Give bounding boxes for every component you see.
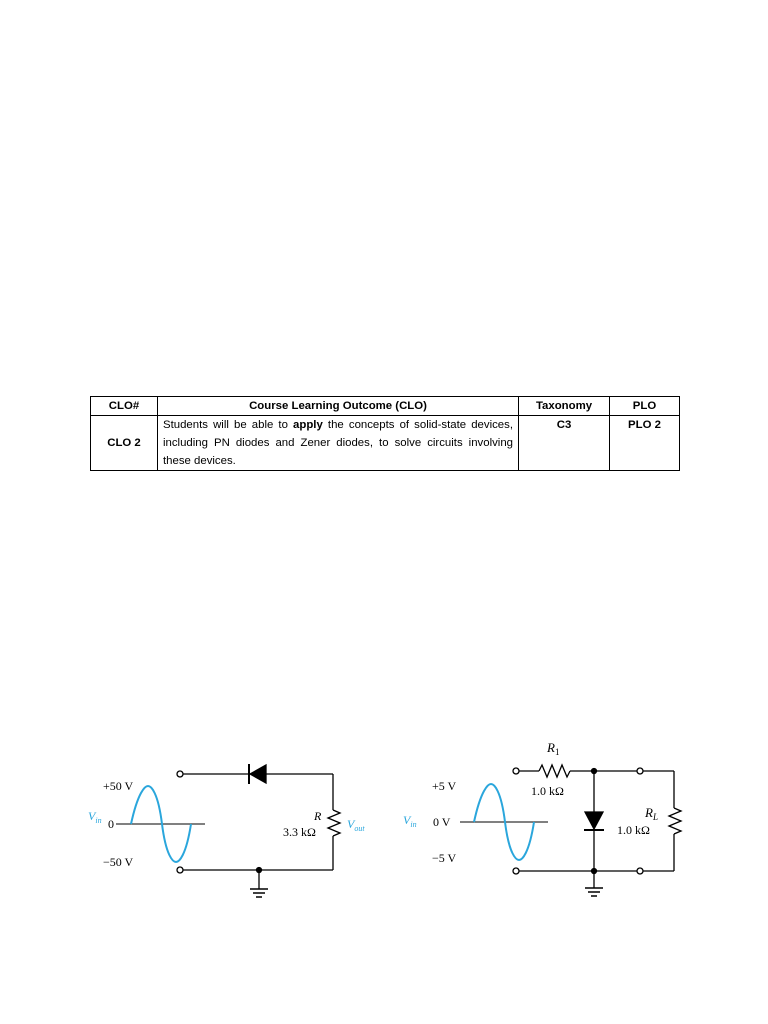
terminal-in-top	[512, 767, 520, 775]
resistor-value: 3.3 kΩ	[283, 825, 316, 839]
vneg-label: −50 V	[103, 855, 134, 869]
vneg-label: −5 V	[432, 851, 457, 865]
clo-outcome-cell: Students will be able to apply the conce…	[157, 415, 519, 471]
terminal-out-bottom	[636, 867, 644, 875]
vin-label: Vin	[403, 813, 417, 829]
resistor-icon	[326, 809, 342, 837]
terminal-in-bottom	[512, 867, 520, 875]
table-row: CLO 2 Students will be able to apply the…	[90, 415, 680, 471]
zero-label: 0 V	[433, 815, 451, 829]
terminal-out-top	[636, 767, 644, 775]
rl-label: RL	[644, 805, 658, 822]
labels-left: +50 V −50 V 0 Vin R 3.3 kΩ Vout	[88, 779, 365, 869]
terminal-top	[176, 770, 184, 778]
diode-icon	[583, 811, 605, 831]
r1-label: R1	[546, 740, 559, 757]
resistor-label: R	[313, 809, 322, 823]
labels-right: +5 V −5 V 0 V Vin R1 1.0 kΩ RL 1.0 kΩ	[403, 740, 658, 865]
r1-value: 1.0 kΩ	[531, 784, 564, 798]
diode-icon	[248, 763, 267, 785]
ground-icon	[585, 871, 603, 897]
rl-value: 1.0 kΩ	[617, 823, 650, 837]
outcome-verb: apply	[293, 419, 323, 431]
vout-label: Vout	[347, 817, 365, 833]
terminal-bottom	[176, 866, 184, 874]
clo-table: CLO# Course Learning Outcome (CLO) Taxon…	[90, 396, 680, 471]
vin-label: Vin	[88, 809, 102, 825]
resistor-rl-icon	[667, 807, 683, 835]
resistor-r1-icon	[538, 763, 571, 779]
clo-id-cell: CLO 2	[90, 415, 158, 471]
sine-wave-right	[473, 782, 535, 862]
vpos-label: +50 V	[103, 779, 134, 793]
zero-label: 0	[108, 817, 114, 831]
sine-wave-left	[130, 784, 192, 864]
vpos-label: +5 V	[432, 779, 457, 793]
plo-cell: PLO 2	[609, 415, 680, 471]
outcome-text-start: Students will be able to	[163, 419, 294, 431]
ground-icon	[250, 870, 268, 898]
circuit-right	[460, 763, 683, 897]
outcome-text-end: the concepts of solid-state devices, inc…	[163, 419, 513, 467]
